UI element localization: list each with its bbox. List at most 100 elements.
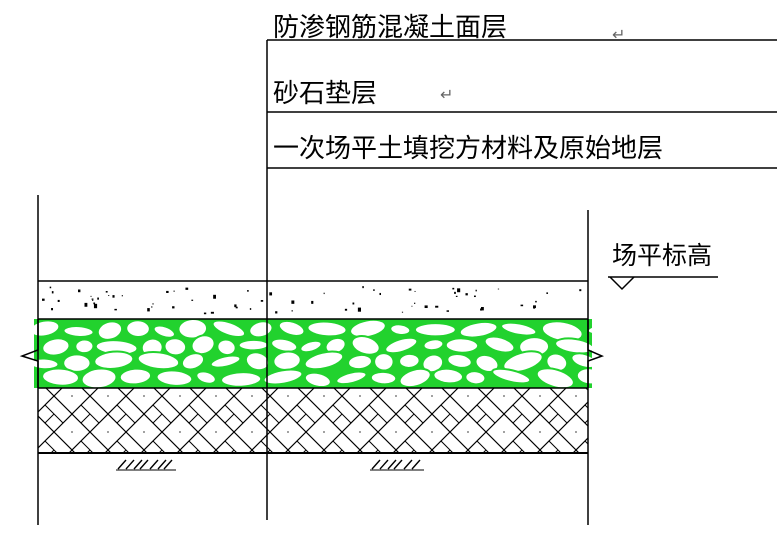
concrete-speck: [465, 293, 468, 296]
gravel-stone: [389, 323, 412, 337]
gravel-stone: [244, 351, 271, 372]
gravel-stone: [303, 350, 345, 371]
concrete-speck: [323, 292, 325, 295]
gravel-stone: [306, 320, 348, 338]
gravel-stone: [163, 337, 188, 357]
ground-symbols: [116, 459, 424, 471]
grade-elevation-marker: 场平标高: [608, 241, 718, 291]
layer-lines: [38, 280, 588, 454]
concrete-speck: [473, 295, 476, 298]
concrete-speck: [235, 306, 238, 309]
gravel-stone: [180, 352, 206, 371]
concrete-speck: [91, 298, 94, 300]
concrete-speck: [203, 312, 207, 315]
gravel-stone: [373, 352, 395, 372]
concrete-aggregate: [42, 286, 582, 315]
gravel-stone: [62, 353, 92, 373]
gravel-stone: [41, 367, 80, 387]
concrete-speck: [185, 287, 189, 290]
gravel-stone: [446, 353, 473, 369]
concrete-speck: [379, 292, 381, 296]
grade-triangle-icon: [609, 276, 635, 291]
gravel-stone: [458, 320, 499, 339]
gravel-stone: [413, 322, 457, 338]
concrete-speck: [78, 289, 81, 293]
fill-ground-layer: [38, 388, 588, 453]
gravel-stone: [586, 322, 592, 336]
concrete-speck: [147, 308, 150, 312]
gravel-stone: [118, 367, 153, 386]
gravel-stone: [335, 370, 368, 386]
gravel-stone: [93, 350, 135, 370]
gravel-stone: [554, 337, 592, 355]
gravel-stone: [369, 370, 398, 386]
concrete-speck: [166, 290, 169, 293]
concrete-speck: [579, 289, 582, 292]
label-gravel-layer: 砂石垫层: [273, 79, 377, 109]
concrete-speck: [112, 295, 115, 298]
gravel-stone: [502, 350, 544, 374]
concrete-speck: [520, 304, 524, 307]
concrete-speck: [90, 295, 92, 297]
concrete-speck: [481, 307, 484, 311]
concrete-speck: [457, 288, 461, 293]
concrete-speck: [373, 289, 375, 291]
gravel-stone: [299, 339, 323, 354]
gravel-stone: [74, 338, 95, 355]
label-concrete-layer: 防渗钢筋混凝土面层: [273, 13, 507, 43]
gravel-stones: [34, 319, 640, 388]
gravel-stone: [398, 352, 421, 369]
gravel-stone: [195, 370, 217, 385]
concrete-speck: [51, 291, 54, 294]
concrete-speck: [291, 300, 295, 304]
concrete-speck: [414, 302, 416, 305]
concrete-speck: [533, 306, 536, 309]
concrete-speck: [454, 291, 456, 294]
gravel-stone: [535, 367, 575, 388]
concrete-speck: [435, 305, 439, 308]
gravel-stone: [190, 334, 216, 356]
gravel-stone: [474, 353, 500, 374]
gravel-stone: [41, 337, 71, 357]
concrete-speck: [114, 308, 117, 311]
gravel-stone: [432, 367, 465, 385]
concrete-speck: [213, 294, 216, 299]
gravel-stone: [500, 321, 538, 337]
gravel-stone: [216, 338, 237, 357]
gravel-stone: [570, 352, 592, 370]
concrete-speck: [210, 311, 214, 314]
gravel-stone: [211, 319, 247, 339]
gravel-stone: [262, 368, 304, 386]
vertical-lines: [37, 40, 589, 525]
concrete-speck: [57, 299, 60, 302]
concrete-speck: [173, 290, 175, 292]
concrete-speck: [411, 305, 413, 307]
concrete-speck: [247, 290, 249, 292]
gravel-stone: [599, 338, 640, 357]
concrete-speck: [108, 295, 110, 297]
concrete-speck: [121, 295, 123, 297]
concrete-speck: [97, 297, 99, 300]
concrete-speck: [408, 288, 412, 291]
concrete-speck: [84, 302, 88, 307]
concrete-speck: [269, 292, 273, 296]
label-grade-elevation: 场平标高: [612, 241, 712, 270]
label-fill-layer: 一次场平土填挖方材料及原始地层: [273, 134, 663, 164]
concrete-speck: [42, 298, 45, 301]
concrete-speck: [172, 306, 175, 309]
gravel-stone: [155, 369, 194, 387]
concrete-layer: [38, 281, 588, 319]
gravel-stone: [277, 319, 306, 337]
concrete-speck: [291, 310, 293, 312]
concrete-speck: [424, 305, 428, 309]
concrete-speck: [401, 311, 404, 313]
concrete-speck: [93, 302, 96, 305]
gravel-stone: [444, 337, 480, 354]
concrete-speck: [546, 292, 549, 294]
concrete-speck: [151, 306, 153, 308]
gravel-stone: [136, 351, 181, 371]
gravel-stone: [422, 338, 445, 352]
gravel-stone: [483, 335, 516, 354]
gravel-stone: [303, 371, 332, 388]
